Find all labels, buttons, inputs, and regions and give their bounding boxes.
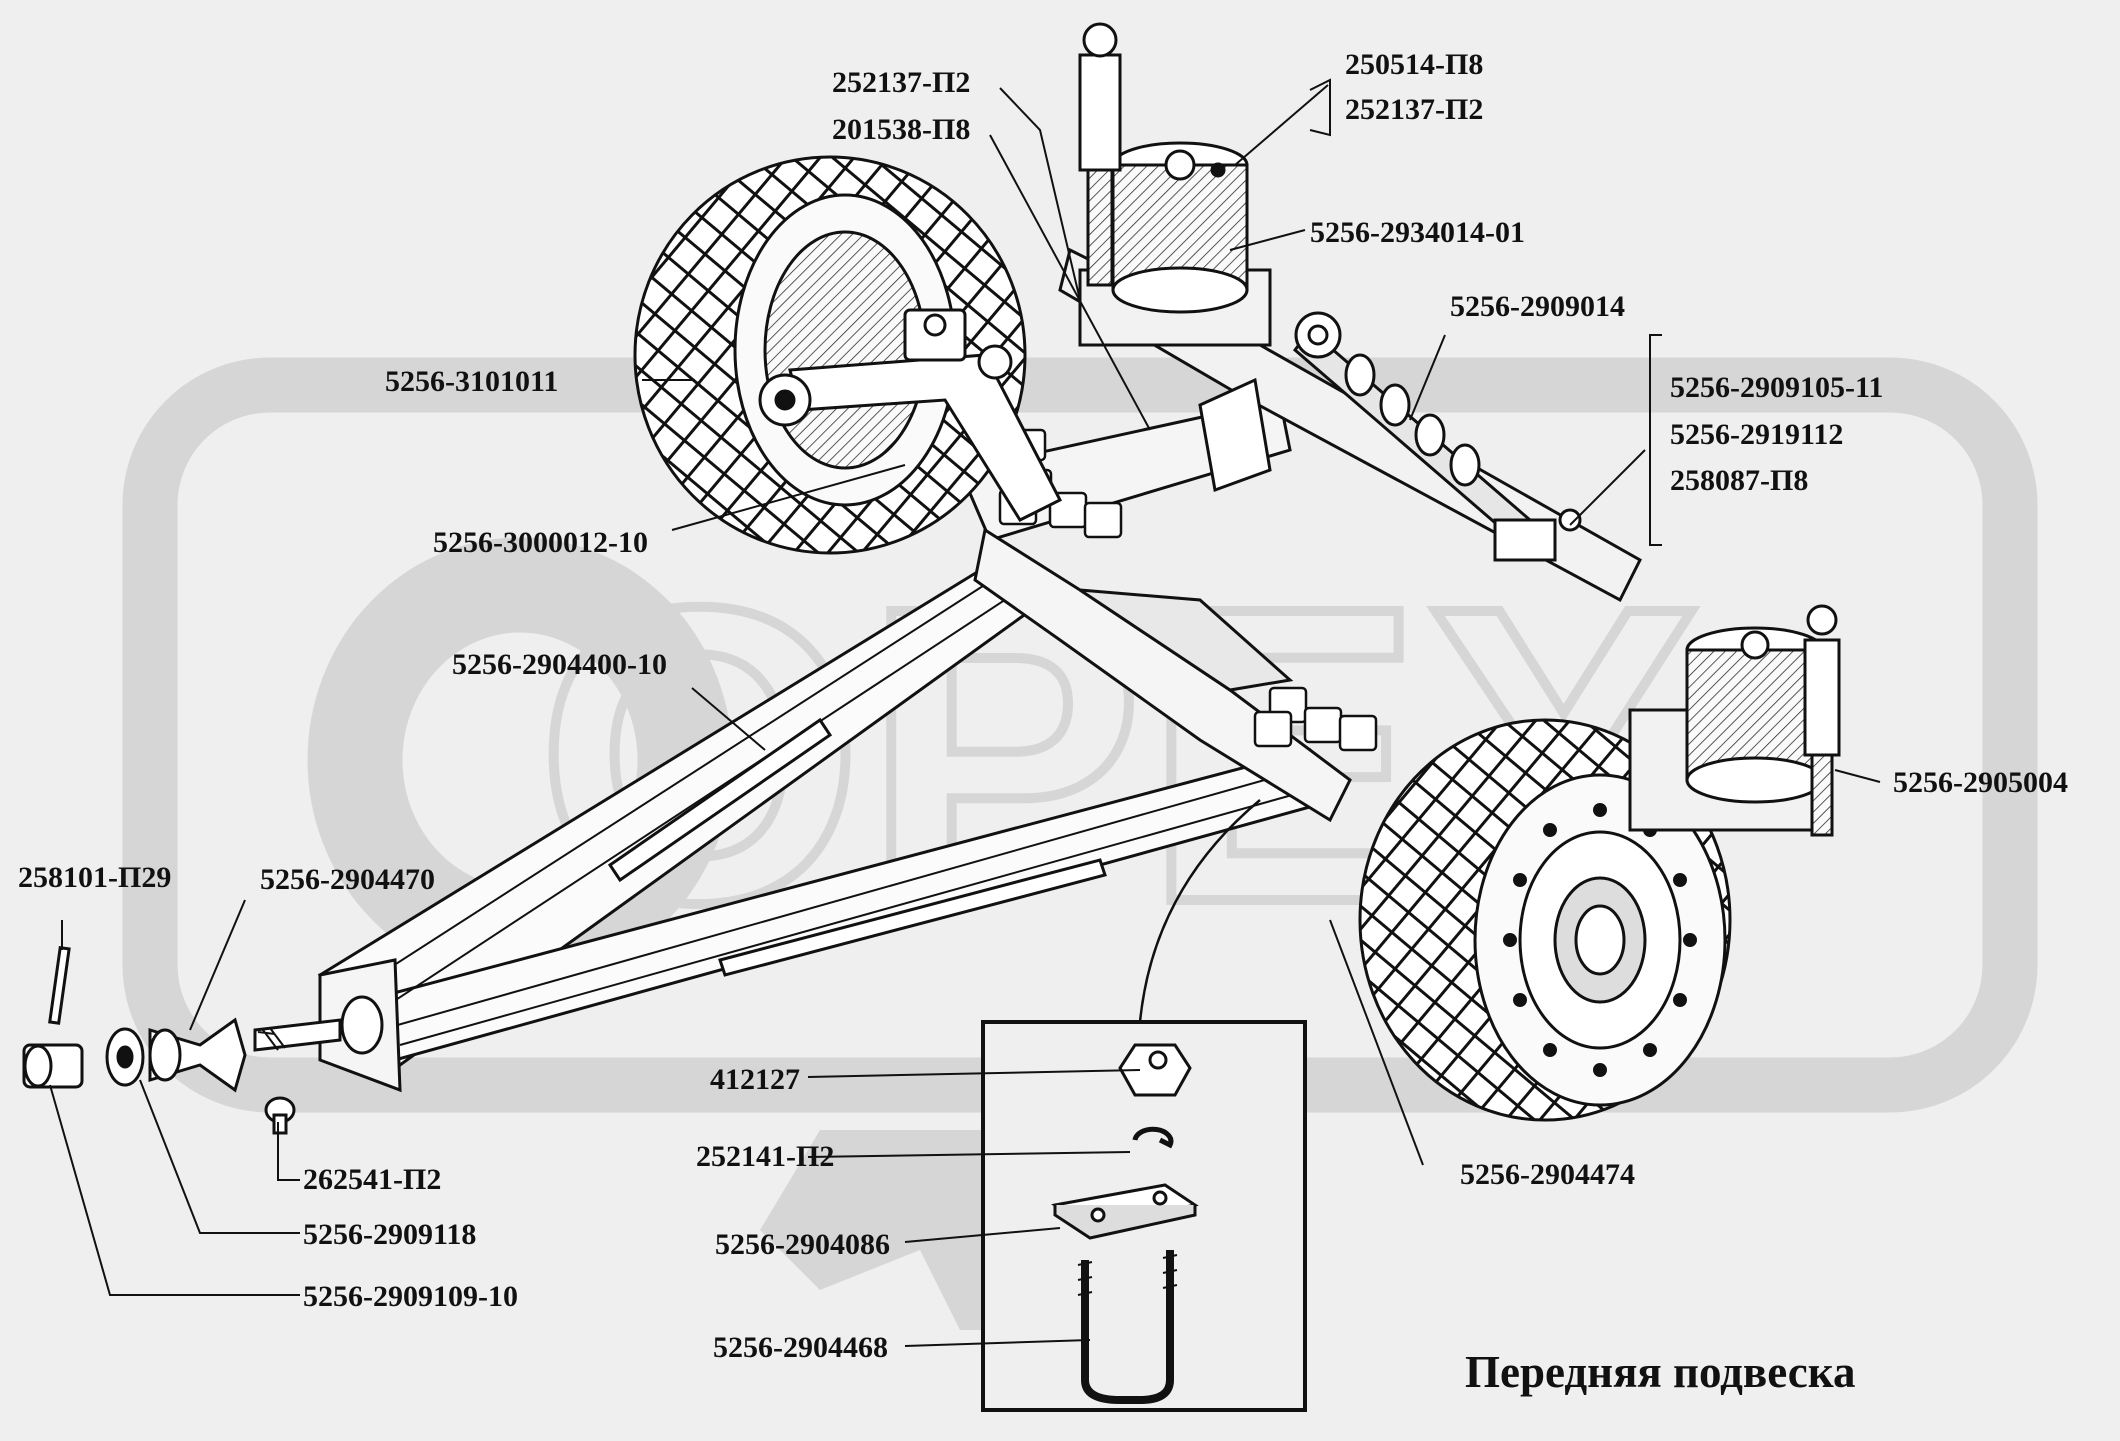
left-wheel bbox=[633, 155, 1063, 555]
part-label-250514-p8: 250514-П8 bbox=[1345, 48, 1484, 81]
right-shock-absorber bbox=[1803, 604, 1841, 837]
leaf-spring-assembly bbox=[317, 553, 1338, 1068]
part-label-5256-2909118: 5256-2909118 bbox=[303, 1218, 477, 1251]
part-label-5256-2904086: 5256-2904086 bbox=[715, 1228, 890, 1261]
part-label-252141-p2: 252141-П2 bbox=[696, 1140, 835, 1173]
part-label-5256-2919112: 5256-2919112 bbox=[1670, 418, 1844, 451]
part-label-5256-2904468: 5256-2904468 bbox=[713, 1331, 888, 1364]
exploded-parts-left bbox=[22, 945, 296, 1135]
tie-rod bbox=[1292, 311, 1582, 562]
part-label-252137-p2-left: 252137-П2 bbox=[832, 66, 971, 99]
part-label-5256-2904400-10: 5256-2904400-10 bbox=[452, 648, 667, 681]
part-label-262541-p2: 262541-П2 bbox=[303, 1163, 442, 1196]
pivot-bracket bbox=[253, 958, 402, 1093]
part-label-412127: 412127 bbox=[710, 1063, 800, 1096]
part-label-5256-2904474: 5256-2904474 bbox=[1460, 1158, 1635, 1191]
leader-lines bbox=[49, 78, 1881, 1347]
left-shock-absorber bbox=[1078, 22, 1122, 287]
part-label-5256-2909105-11: 5256-2909105-11 bbox=[1670, 371, 1884, 404]
part-label-258101-p29: 258101-П29 bbox=[18, 861, 172, 894]
diagram-title: Передняя подвеска bbox=[1465, 1347, 1856, 1397]
part-label-5256-2909109-10: 5256-2909109-10 bbox=[303, 1280, 518, 1313]
part-label-5256-3101011: 5256-3101011 bbox=[385, 365, 559, 398]
part-label-201538-p8: 201538-П8 bbox=[832, 113, 971, 146]
part-label-5256-2904470: 5256-2904470 bbox=[260, 863, 435, 896]
part-label-5256-3000012-10: 5256-3000012-10 bbox=[433, 526, 648, 559]
part-label-258087-p8: 258087-П8 bbox=[1670, 464, 1809, 497]
part-label-5256-2905004: 5256-2905004 bbox=[1893, 766, 2068, 799]
part-label-252137-p2-right: 252137-П2 bbox=[1345, 93, 1484, 126]
part-label-5256-2934014-01: 5256-2934014-01 bbox=[1310, 216, 1525, 249]
part-label-5256-2909014: 5256-2909014 bbox=[1450, 290, 1625, 323]
inset-fastener-box bbox=[981, 799, 1307, 1412]
right-air-bellows bbox=[1628, 626, 1832, 832]
